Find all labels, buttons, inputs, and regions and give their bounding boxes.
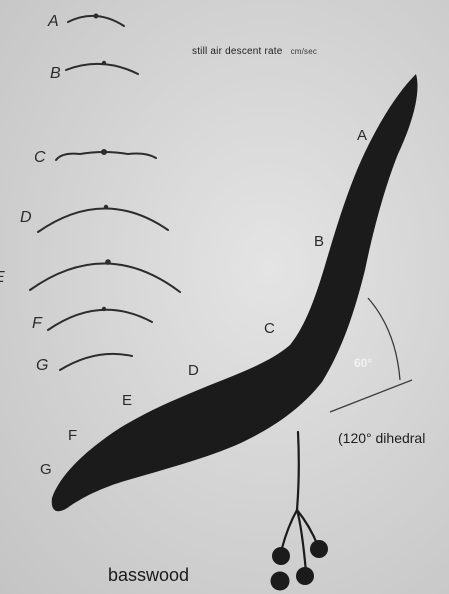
fruit-nutlets <box>271 540 329 591</box>
section-letter-f: F <box>32 316 42 332</box>
station-letter-e: E <box>122 393 132 408</box>
section-profile-f <box>48 310 152 330</box>
section-letter-b: B <box>50 66 61 82</box>
nutlet-1 <box>272 547 290 565</box>
descent-rate-header: still air descent rate cm/sec <box>192 46 317 57</box>
station-letter-c: C <box>264 321 275 336</box>
station-letter-a: A <box>357 128 367 143</box>
nutlet-4 <box>296 567 314 585</box>
station-letter-g: G <box>40 462 52 477</box>
descent-rate-units: cm/sec <box>291 47 318 56</box>
station-letter-f: F <box>68 428 77 443</box>
section-letter-g: G <box>36 358 48 374</box>
section-letter-e: E <box>0 270 5 286</box>
nutlet-2 <box>310 540 328 558</box>
descent-rate-text: still air descent rate <box>192 46 283 57</box>
species-label: basswood <box>108 565 189 586</box>
section-profile-g <box>60 354 132 370</box>
section-midrib-dots <box>94 14 111 312</box>
nutlet-3 <box>271 572 290 591</box>
station-letter-d: D <box>188 363 199 378</box>
section-letter-d: D <box>20 210 32 226</box>
section-profile-e <box>30 263 180 292</box>
angle-label: 60° <box>354 356 372 370</box>
section-letter-a: A <box>48 14 59 30</box>
section-profile-d <box>38 208 168 232</box>
section-profile-b <box>66 64 138 74</box>
dihedral-label: (120° dihedral <box>338 430 425 446</box>
section-letter-c: C <box>34 150 46 166</box>
station-letter-b: B <box>314 234 324 249</box>
